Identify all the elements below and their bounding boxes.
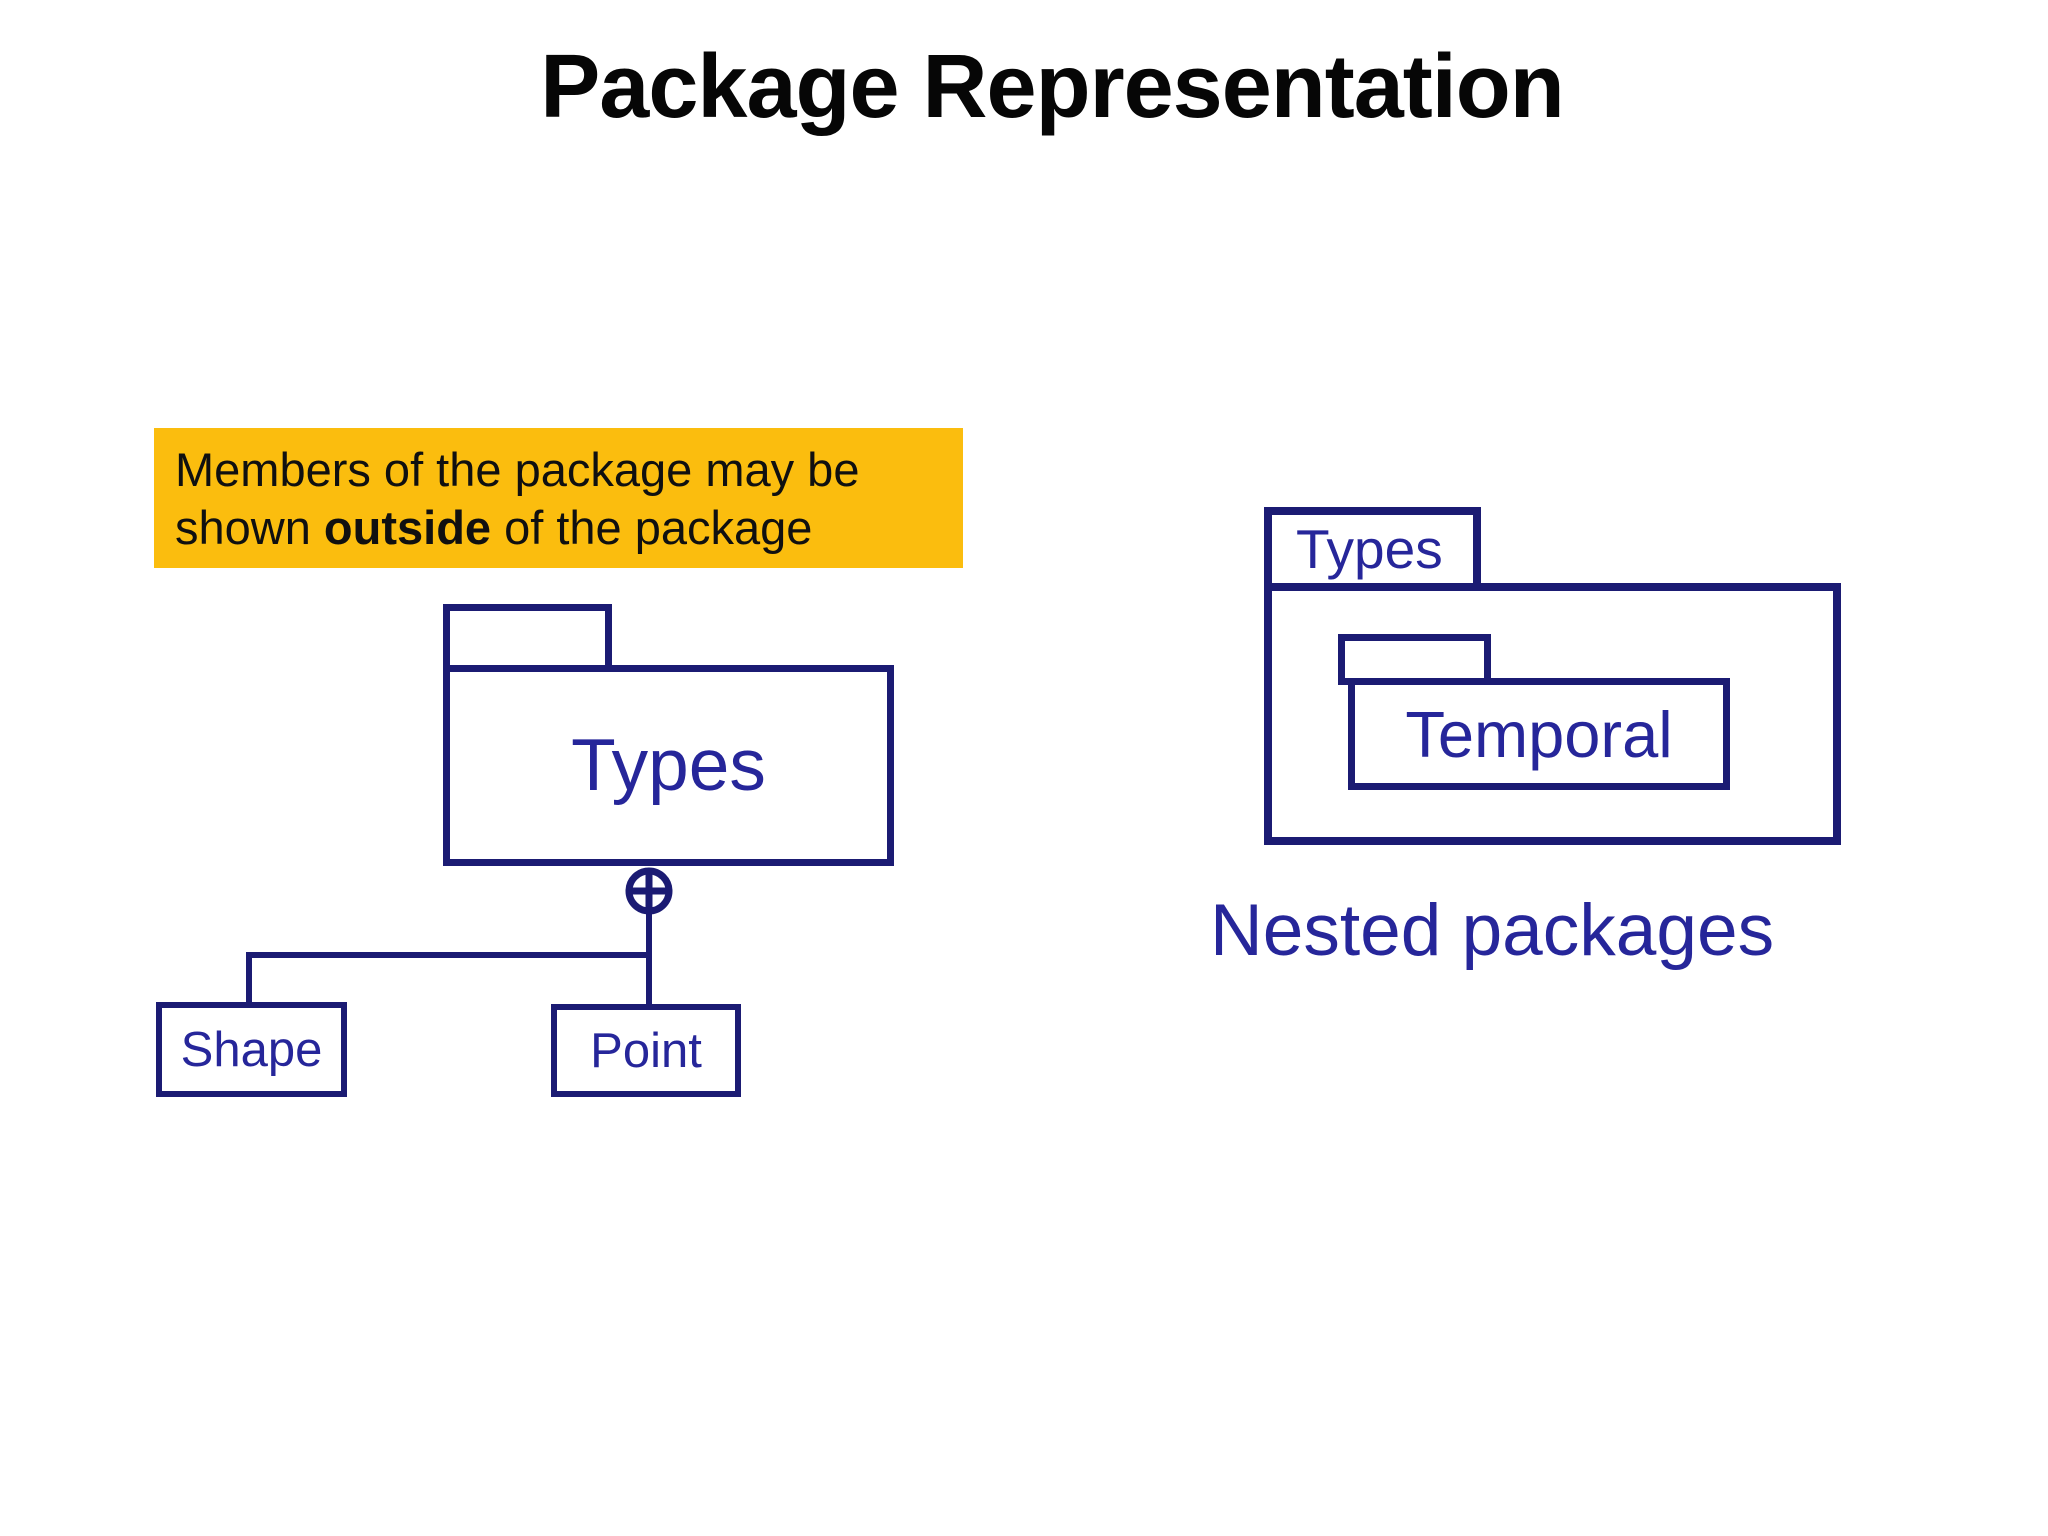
nested-packages-caption: Nested packages xyxy=(1210,890,1775,971)
highlight-note: Members of the package may be shown outs… xyxy=(154,428,963,568)
outer-package-tab: Types xyxy=(1264,507,1481,591)
types-package-body: Types xyxy=(443,665,894,866)
note-line-2-prefix: shown xyxy=(175,501,324,554)
note-line-2: shown outside of the package xyxy=(175,499,963,557)
note-line-2-suffix: of the package xyxy=(491,501,813,554)
member-box-point: Point xyxy=(551,1004,741,1097)
member-box-shape: Shape xyxy=(156,1002,347,1097)
note-line-2-bold-word: outside xyxy=(323,501,492,554)
circle-plus-icon xyxy=(625,867,673,915)
note-line-1-text: Members of the package may be xyxy=(175,443,860,496)
inner-package-body: Temporal xyxy=(1348,678,1730,790)
note-line-1: Members of the package may be xyxy=(175,441,963,499)
slide-title: Package Representation xyxy=(540,37,1564,137)
types-package-tab xyxy=(443,604,612,672)
